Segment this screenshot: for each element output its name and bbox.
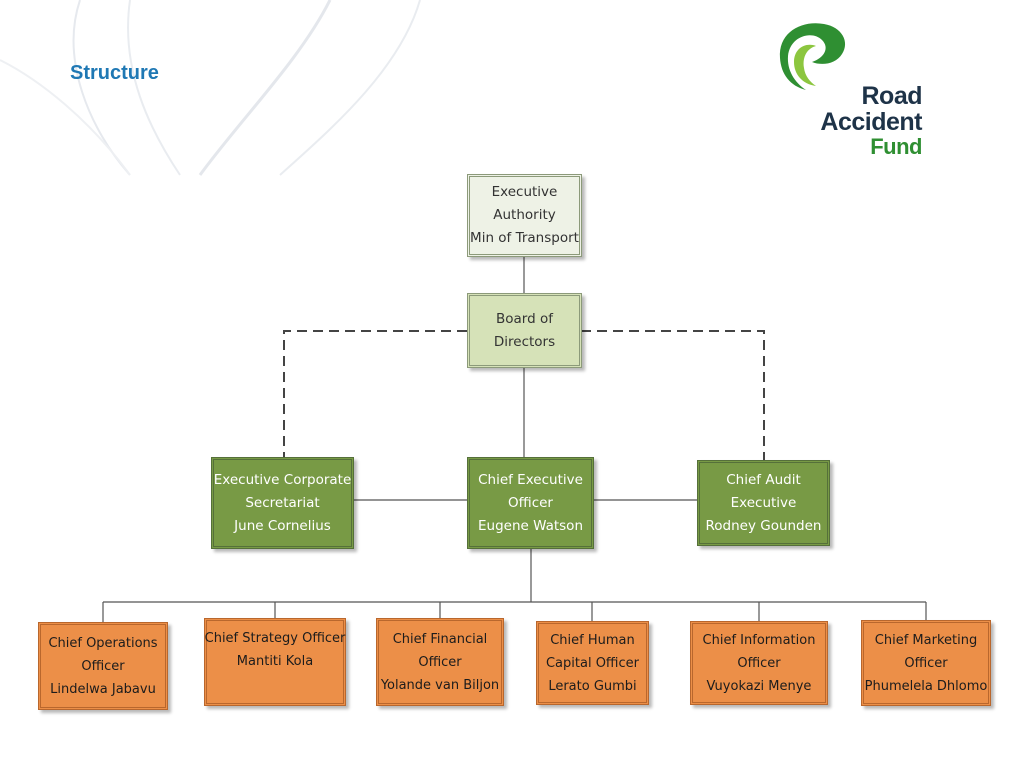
node-chief-strategy-officer: Chief Strategy Officer Mantiti Kola — [204, 618, 346, 706]
slide-title: Structure — [70, 62, 159, 84]
logo-accident-text: Accident — [820, 108, 922, 136]
node-chief-human-capital-officer: Chief Human Capital Officer Lerato Gumbi — [536, 621, 649, 705]
logo-road-text: Road — [861, 82, 923, 110]
road-accident-fund-logo: Road Accident Fund — [772, 18, 922, 158]
node-chief-executive-officer: Chief Executive Officer Eugene Watson — [467, 457, 594, 549]
node-executive-authority: Executive Authority Min of Transport — [467, 174, 582, 257]
dashed-connector-board-audit — [581, 330, 765, 460]
background-swirl-decoration — [0, 0, 421, 176]
node-chief-audit-executive: Chief Audit Executive Rodney Gounden — [697, 460, 830, 546]
node-chief-marketing-officer: Chief Marketing Officer Phumelela Dhlomo — [861, 620, 991, 706]
node-chief-operations-officer: Chief Operations Officer Lindelwa Jabavu — [38, 622, 168, 710]
dashed-connector-board-secretariat — [283, 330, 467, 457]
logo-fund-text: Fund — [870, 134, 922, 159]
node-chief-information-officer: Chief Information Officer Vuyokazi Menye — [690, 621, 828, 705]
node-chief-financial-officer: Chief Financial Officer Yolande van Bilj… — [376, 618, 504, 706]
node-executive-corporate-secretariat: Executive Corporate Secretariat June Cor… — [211, 457, 354, 549]
road-accident-fund-swoosh-icon — [779, 23, 846, 90]
node-board-of-directors: Board of Directors — [467, 293, 582, 368]
